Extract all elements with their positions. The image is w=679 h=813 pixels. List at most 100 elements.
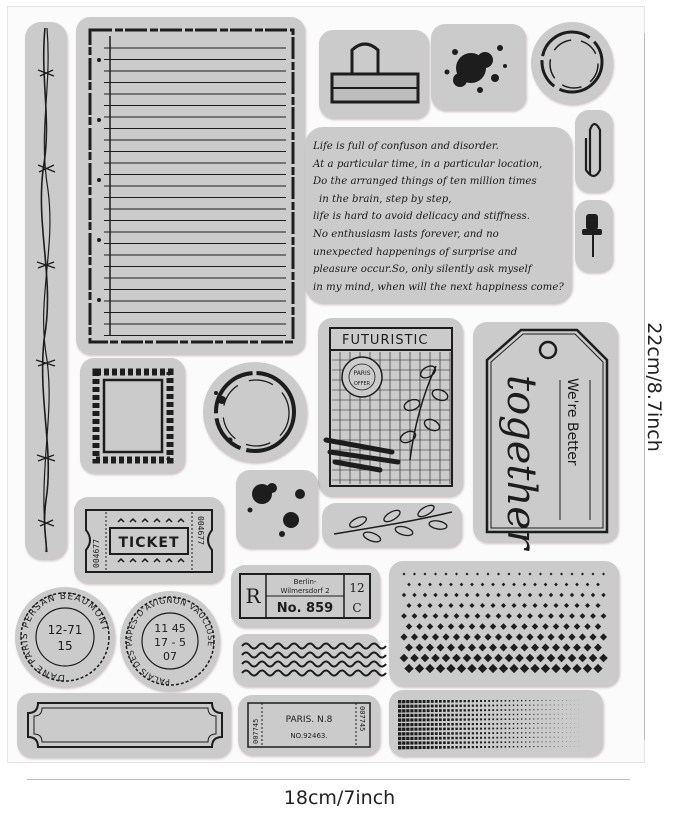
halftone-dot xyxy=(569,613,575,619)
texture-dot xyxy=(471,736,474,739)
texture-dot xyxy=(508,723,511,725)
halftone-dot xyxy=(574,602,580,609)
texture-dot xyxy=(451,709,454,712)
texture-dot xyxy=(402,736,406,741)
halftone-dot xyxy=(578,633,587,641)
texture-dot xyxy=(430,723,434,726)
texture-dot xyxy=(439,736,442,740)
texture-dot xyxy=(553,704,555,706)
halftone-dot xyxy=(436,643,445,652)
texture-dot xyxy=(434,727,438,731)
halftone-dot xyxy=(554,582,558,587)
halftone-dot xyxy=(595,602,601,609)
texture-dot xyxy=(516,709,519,711)
texture-dot xyxy=(471,741,474,744)
texture-dot xyxy=(414,723,418,727)
texture-dot xyxy=(439,727,442,731)
texture-dot xyxy=(516,746,519,748)
halftone-dot xyxy=(567,653,577,663)
poem-text: Life is full of confuson and disorder. A… xyxy=(313,138,583,296)
texture-dot xyxy=(406,732,410,736)
texture-dot xyxy=(475,709,478,712)
texture-dot xyxy=(553,713,555,715)
halftone-dot xyxy=(548,613,554,619)
texture-dot xyxy=(406,718,410,722)
halftone-dot xyxy=(499,643,508,652)
texture-dot xyxy=(512,704,515,707)
texture-dot xyxy=(467,732,470,735)
texture-dot xyxy=(516,718,519,720)
texture-dot xyxy=(562,718,563,719)
texture-dot xyxy=(492,741,495,744)
halftone-dot xyxy=(557,633,566,641)
texture-dot xyxy=(545,736,547,738)
texture-dot xyxy=(549,718,551,720)
texture-dot xyxy=(398,746,402,750)
texture-dot xyxy=(512,736,515,739)
texture-dot xyxy=(410,704,414,708)
texture-dot xyxy=(545,718,547,720)
texture-dot xyxy=(455,713,458,717)
texture-dot xyxy=(426,718,430,722)
halftone-dot xyxy=(442,633,450,641)
halftone-dot xyxy=(506,613,512,619)
halftone-dot xyxy=(474,613,481,619)
halftone-dot xyxy=(562,643,571,652)
texture-dot xyxy=(459,713,462,717)
halftone-dot xyxy=(413,572,416,576)
halftone-dot xyxy=(596,582,600,587)
texture-dot xyxy=(467,723,470,726)
texture-dot xyxy=(496,713,499,716)
texture-dot xyxy=(414,704,418,708)
texture-dot xyxy=(529,713,531,715)
texture-dot xyxy=(537,736,539,738)
texture-dot xyxy=(463,718,466,721)
texture-dot xyxy=(451,718,454,721)
halftone-dot xyxy=(405,623,413,630)
texture-dot xyxy=(398,718,402,722)
texture-dot xyxy=(521,704,523,706)
ticket-number-left: 004677 xyxy=(92,539,101,568)
texture-dot xyxy=(516,704,519,706)
texture-dot xyxy=(545,741,547,743)
texture-dot xyxy=(475,741,478,744)
texture-dot xyxy=(537,741,539,743)
texture-dot xyxy=(508,718,511,720)
halftone-dot xyxy=(578,653,587,663)
texture-dot xyxy=(529,718,531,720)
halftone-dot xyxy=(546,653,556,663)
texture-dot xyxy=(504,704,507,707)
texture-dot xyxy=(496,704,499,707)
halftone-dot xyxy=(457,643,466,652)
texture-dot xyxy=(488,741,491,744)
halftone-dot xyxy=(510,643,518,652)
texture-dot xyxy=(549,713,551,715)
texture-dot xyxy=(521,732,523,734)
halftone-dot xyxy=(590,592,596,598)
texture-dot xyxy=(488,727,491,730)
texture-dot xyxy=(467,727,470,730)
halftone-dot xyxy=(410,633,419,641)
texture-dot xyxy=(410,732,414,736)
texture-dot xyxy=(541,727,543,729)
texture-dot xyxy=(525,746,527,748)
halftone-dot xyxy=(470,582,474,587)
halftone-dot xyxy=(594,623,602,630)
texture-dot xyxy=(455,704,458,708)
texture-dot xyxy=(406,741,410,745)
halftone-dot xyxy=(411,613,418,619)
texture-dot xyxy=(541,704,543,706)
halftone-dot xyxy=(406,602,412,609)
texture-dot xyxy=(410,718,414,722)
texture-dot xyxy=(471,709,474,712)
halftone-dot xyxy=(449,582,453,587)
texture-dot xyxy=(451,704,454,708)
texture-dot xyxy=(521,713,523,716)
halftone-dot xyxy=(582,663,593,674)
texture-dot xyxy=(557,723,559,724)
texture-dot xyxy=(439,718,442,722)
